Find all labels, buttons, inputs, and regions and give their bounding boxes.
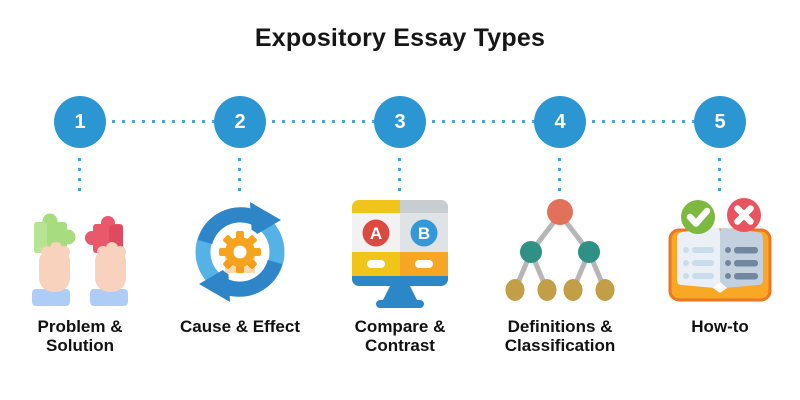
cross-badge-icon [727,198,761,232]
step-5-number-badge: 5 [694,96,746,148]
ab-comparison-monitor-icon: A B [352,200,448,308]
step-definitions-classification: 4 [480,0,640,400]
tree-mid-node [578,241,600,263]
tree-mid-node [520,241,542,263]
cycle-arrows-gear-icon [195,202,285,302]
monitor-stand [376,286,424,308]
step-5-vertical-connector [718,158,721,193]
tree-root-node [547,199,573,225]
step-5-icon-wrap [660,190,780,310]
left-hand [39,242,70,292]
open-book-check-cross-icon [668,198,772,302]
monitor-a-label: A [370,224,382,243]
step-1-label: Problem & Solution [37,317,123,356]
cycle-arrows [197,202,283,302]
hands-holding-puzzle-icon [32,213,128,306]
step-compare-contrast: 3 A [320,0,480,400]
step-cause-effect: 2 [160,0,320,400]
monitor-screen [352,200,448,286]
step-problem-solution: 1 [0,0,160,400]
step-3-label: Compare & Contrast [354,317,446,356]
step-4-icon-wrap [500,190,620,310]
step-how-to: 5 [640,0,800,400]
monitor-b-label: B [418,224,430,243]
step-4-label: Definitions & Classification [504,317,616,356]
left-sleeve-cuff [32,289,70,306]
right-sleeve-cuff [90,289,128,306]
step-1-vertical-connector [78,158,81,193]
step-2-vertical-connector [238,158,241,193]
check-badge-icon [681,200,715,234]
step-2-icon-wrap [180,190,300,310]
hierarchy-tree-icon [505,199,615,301]
step-3-icon-wrap: A B [340,190,460,310]
step-3-number-badge: 3 [374,96,426,148]
step-1-icon-wrap [20,190,140,310]
step-3-vertical-connector [398,158,401,193]
step-4-number-badge: 4 [534,96,586,148]
step-2-number-badge: 2 [214,96,266,148]
step-1-number-badge: 1 [54,96,106,148]
step-4-vertical-connector [558,158,561,193]
step-2-label: Cause & Effect [180,317,300,336]
right-page-list-lines [725,247,758,280]
book-right-page [720,227,763,288]
tree-leaf-nodes [505,279,615,301]
step-5-label: How-to [691,317,749,336]
right-hand [95,242,126,292]
book-spine-notch [713,282,727,293]
gear-icon [219,231,261,273]
option-a-badge: A [362,219,390,247]
book-left-page [677,227,720,288]
option-b-badge: B [410,219,438,247]
left-page-list-lines [683,247,714,279]
page-title: Expository Essay Types [254,24,546,52]
